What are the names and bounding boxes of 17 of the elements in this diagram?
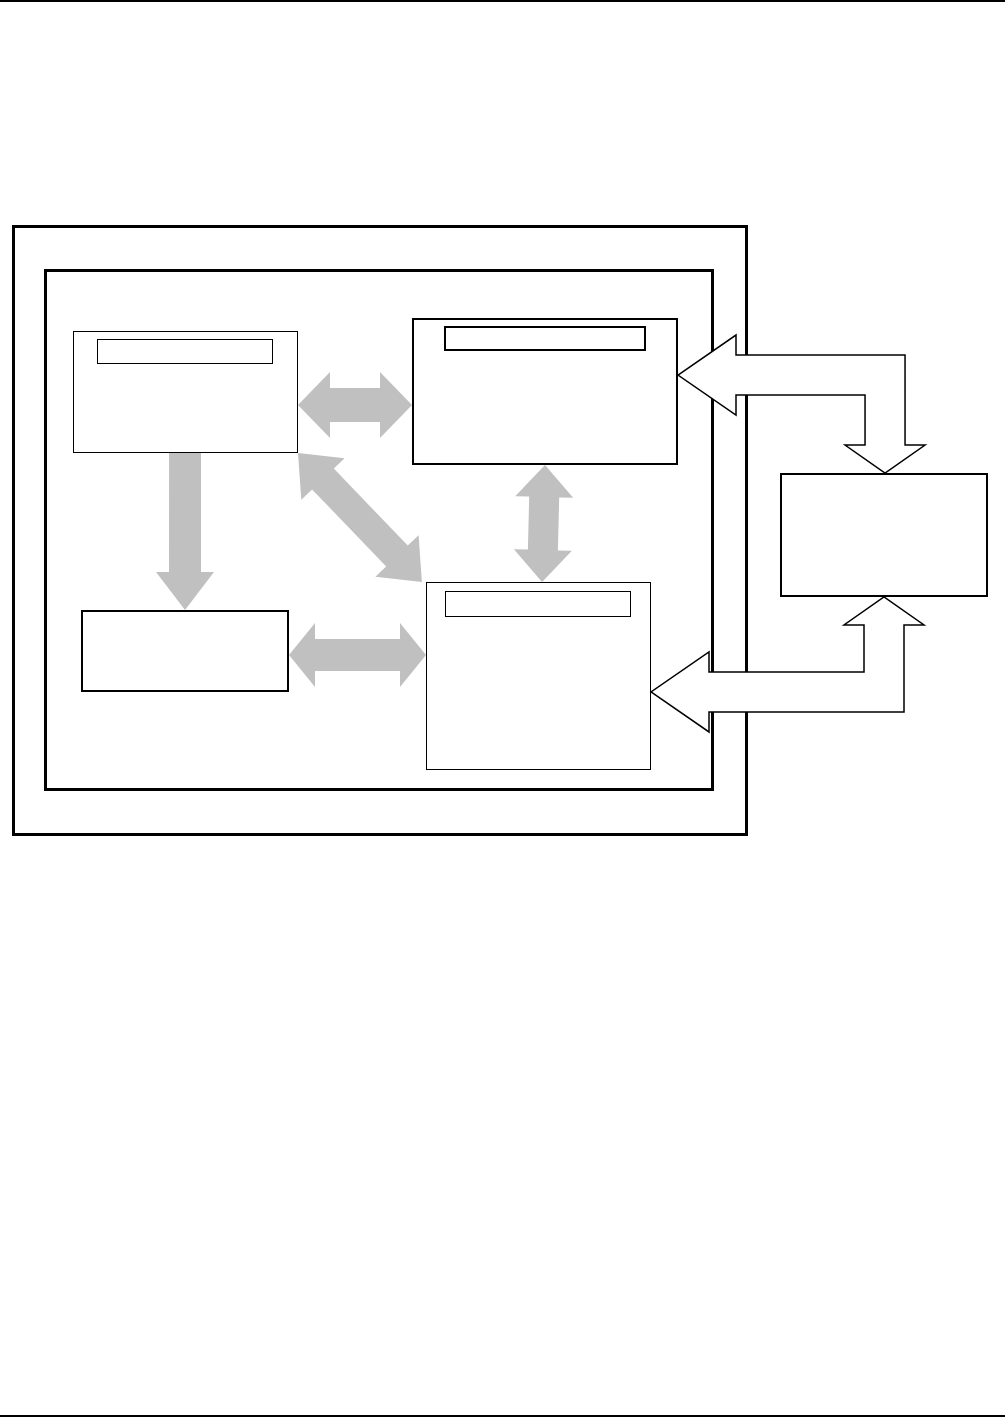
block-arrow (649, 596, 927, 734)
title-bar (96, 338, 273, 364)
block-arrow (676, 333, 928, 474)
external-box (780, 473, 988, 597)
arrow (156, 453, 214, 610)
module-box (73, 331, 298, 453)
arrow (298, 453, 422, 582)
title-bar (444, 326, 646, 351)
module-box (412, 318, 678, 465)
module-box (426, 582, 651, 770)
arrow (513, 465, 574, 582)
outer-frame (12, 225, 748, 836)
inner-frame (44, 269, 714, 791)
arrow (298, 372, 412, 438)
title-bar (444, 590, 631, 617)
arrow (289, 623, 426, 687)
module-box (81, 610, 289, 692)
